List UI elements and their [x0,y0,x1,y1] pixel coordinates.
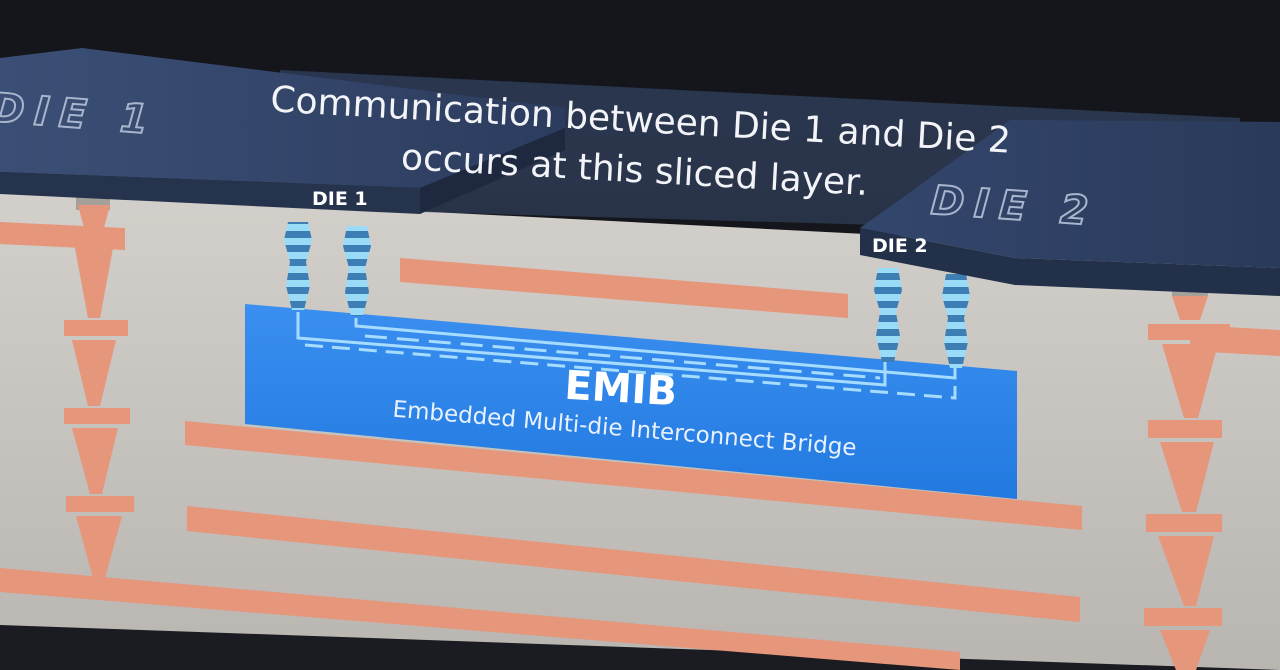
trace-bottom [0,568,960,670]
via-column-right [1144,282,1230,670]
micro-bumps [284,222,970,368]
die-1: DIE 1 DIE 1 [0,48,565,214]
emib-title: EMIB [563,363,678,416]
die-1-side [420,128,565,214]
bump-die1-b [343,226,371,316]
die-2-label: DIE 2 [872,235,928,257]
bump-die2-a [874,268,902,362]
die-1-front [0,172,420,214]
trace-middle [185,421,1082,530]
bump-die2-b [942,274,970,368]
trace-upper [400,258,848,318]
die-2-front [860,228,1280,296]
bump-die1-a [284,222,312,310]
die-1-top [0,48,565,188]
die-2: DIE 2 DIE 2 [860,120,1280,296]
trace-lower [187,506,1080,622]
die-2-top [860,120,1280,268]
emib-body [245,304,1017,499]
die-1-label: DIE 1 [312,188,368,210]
copper-traces [0,222,1280,670]
emib-internal-wiring [296,312,957,400]
